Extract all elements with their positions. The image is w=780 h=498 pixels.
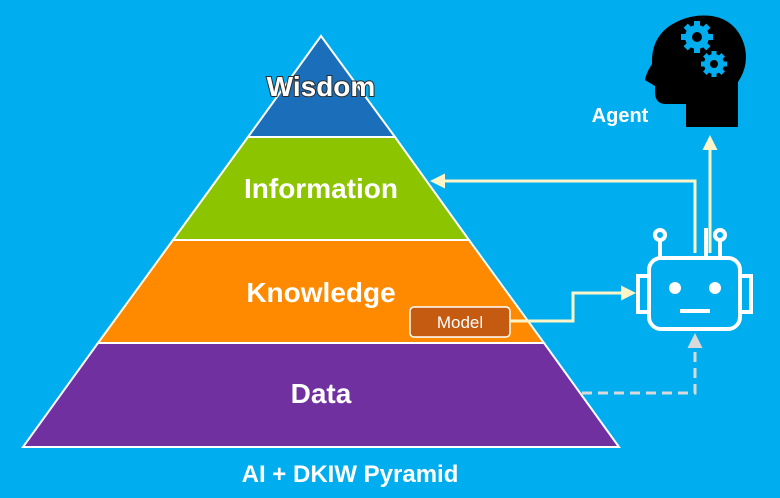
head-with-gears-icon [645,15,746,127]
arrow-data-to-robot-dashed [582,333,703,395]
arrow-model-to-robot [510,285,636,323]
arrow-robot-to-information [430,173,697,253]
model-box: Model [409,306,511,338]
tier-data [21,342,621,448]
tier-label-data: Data [291,378,352,409]
tier-label-wisdom: Wisdom [267,71,376,102]
tier-label-knowledge: Knowledge [246,277,395,308]
diagram-title: AI + DKIW Pyramid [242,461,459,488]
model-label: Model [437,313,483,332]
connector-arrows [430,135,718,395]
agent-label: Agent [592,105,649,127]
robot-icon [636,228,753,331]
tier-label-information: Information [244,173,398,204]
